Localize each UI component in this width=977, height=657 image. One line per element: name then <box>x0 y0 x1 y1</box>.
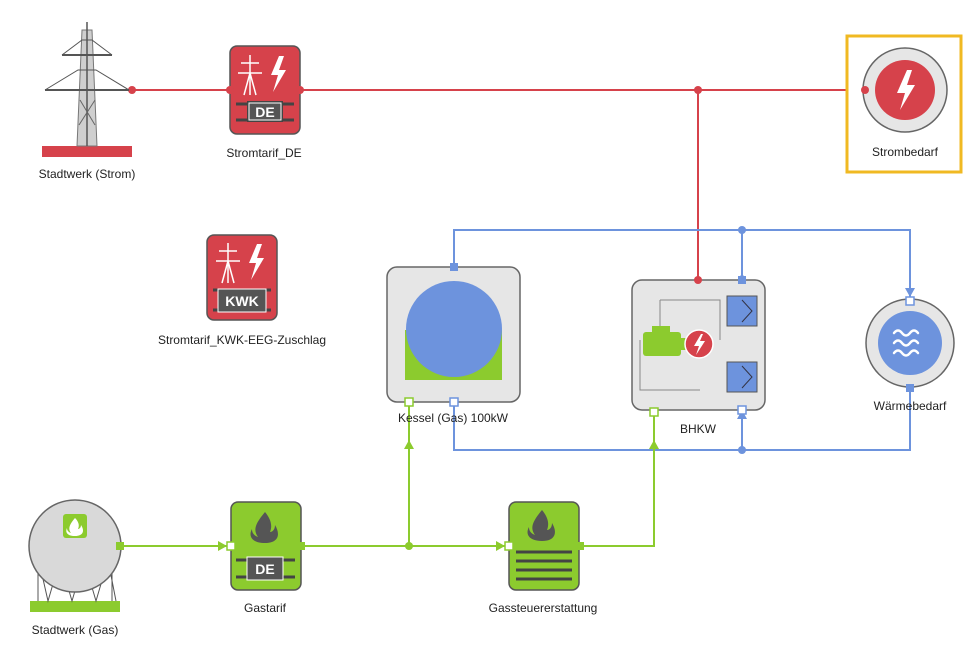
heat-waves-icon <box>892 329 920 357</box>
badge-kwk: KWK <box>225 293 258 309</box>
lightning-icon <box>897 70 915 110</box>
electric-lines <box>92 89 865 280</box>
badge-de-strom: DE <box>255 104 274 120</box>
flow-arrows <box>218 85 915 551</box>
gassteuer-node[interactable] <box>504 501 584 591</box>
label-stadtwerk-gas: Stadtwerk (Gas) <box>31 623 119 637</box>
label-stromtarif-kwk: Stromtarif_KWK-EEG-Zuschlag <box>157 333 327 347</box>
gastarif-node[interactable] <box>226 501 305 591</box>
waermebedarf-node[interactable] <box>865 296 955 392</box>
label-gassteuer: Gassteuererstattung <box>488 601 598 615</box>
flame-icon <box>66 518 83 536</box>
gas-lines <box>118 402 655 547</box>
lightning-icon <box>694 334 705 355</box>
pylon-icon[interactable] <box>42 22 132 157</box>
kessel-node[interactable] <box>386 263 521 407</box>
flame-icon <box>527 510 555 541</box>
label-gastarif: Gastarif <box>243 601 287 615</box>
label-stromtarif-de: Stromtarif_DE <box>226 146 302 160</box>
lightning-icon <box>271 56 286 92</box>
stromtarif-kwk-node[interactable] <box>206 234 278 321</box>
strombedarf-node[interactable] <box>845 34 963 174</box>
label-waermebedarf: Wärmebedarf <box>873 399 947 413</box>
engine-icon <box>643 326 687 356</box>
label-bhkw: BHKW <box>680 422 716 436</box>
flame-icon <box>250 512 278 543</box>
stromtarif-de-node[interactable] <box>226 45 304 135</box>
pylon-small-icon <box>238 55 262 96</box>
label-strombedarf: Strombedarf <box>871 145 939 159</box>
junction-dots <box>128 86 746 550</box>
gas-tank-icon[interactable] <box>28 499 124 612</box>
lightning-icon <box>249 244 264 280</box>
badge-de-gas: DE <box>255 561 274 577</box>
pylon-small-icon <box>216 243 240 284</box>
label-kessel: Kessel (Gas) 100kW <box>397 411 509 425</box>
bhkw-node[interactable] <box>631 276 766 417</box>
label-stadtwerk-strom: Stadtwerk (Strom) <box>38 167 136 181</box>
